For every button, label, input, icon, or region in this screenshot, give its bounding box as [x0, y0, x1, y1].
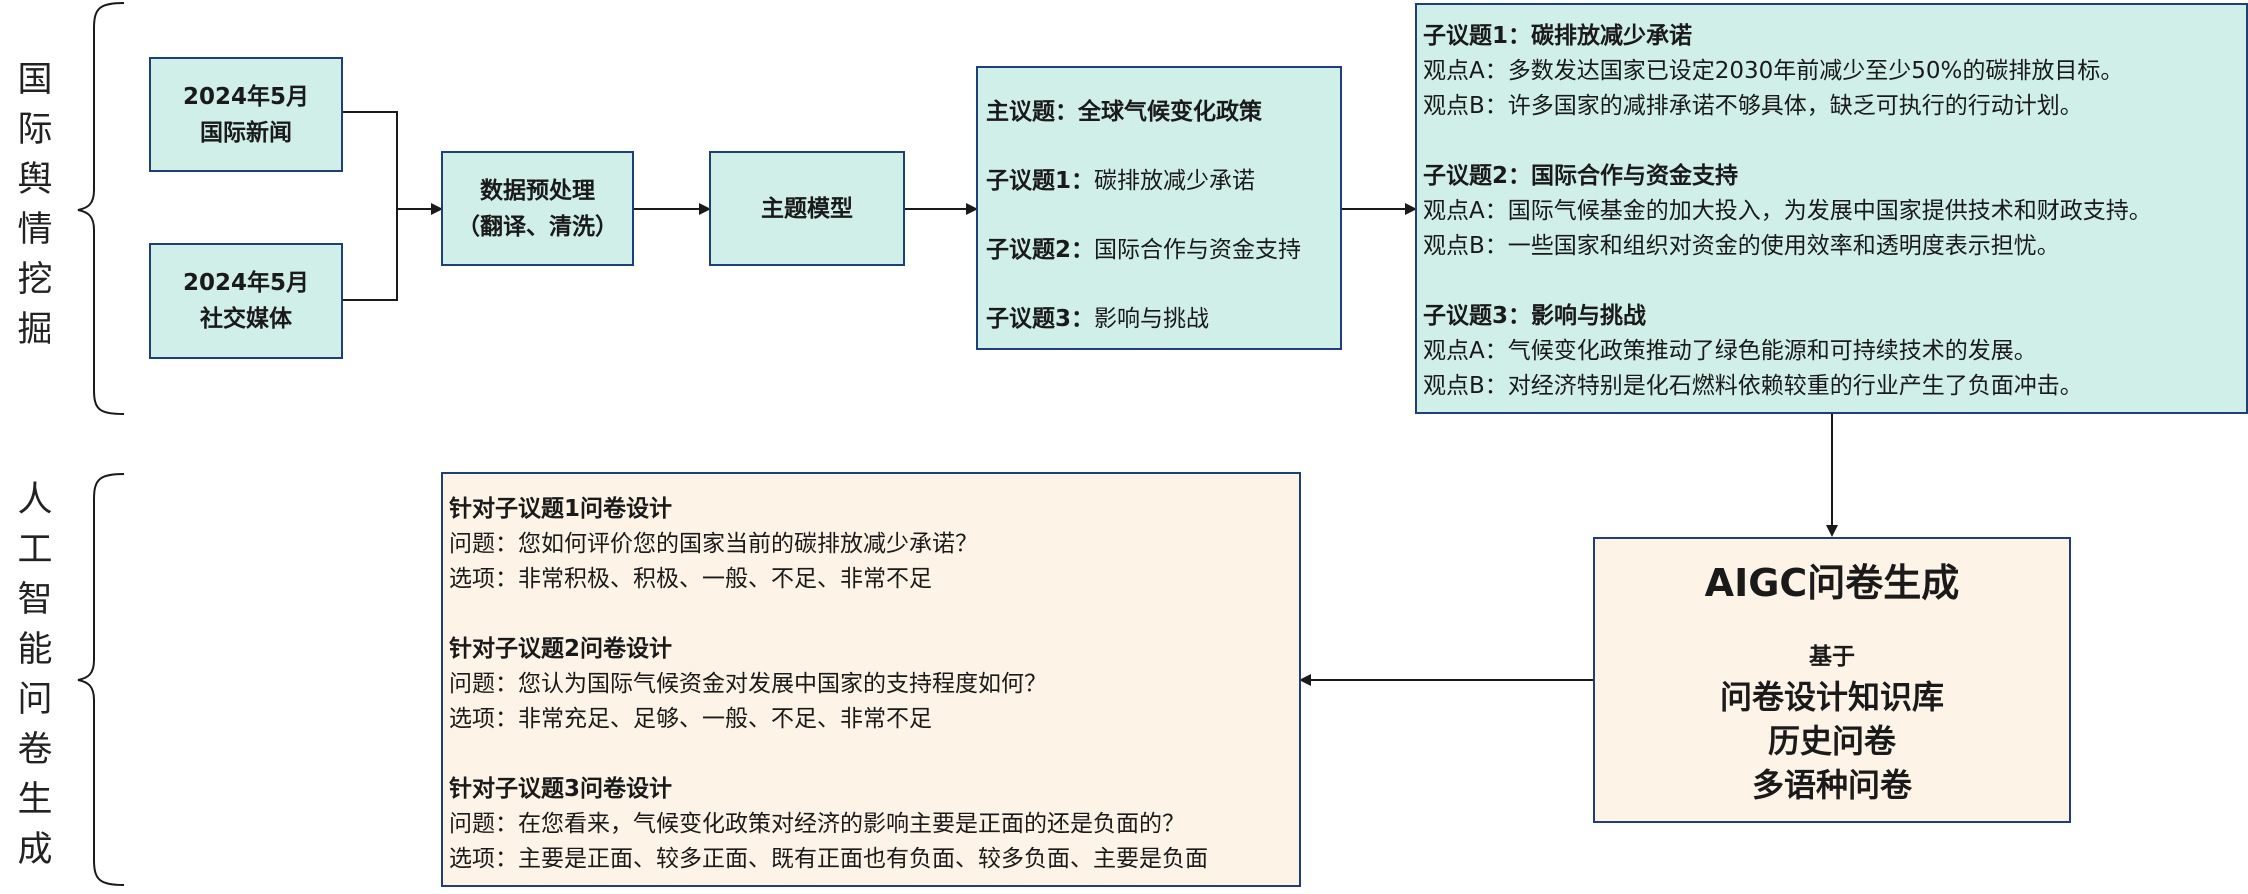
questionnaire-question: 问题：您认为国际气候资金对发展中国家的支持程度如何？ — [449, 671, 1047, 697]
label-char: 挖 — [17, 260, 53, 300]
subtopic-line: 子议题1：碳排放减少承诺 — [986, 147, 1340, 216]
questionnaire-section: 针对子议题3问卷设计 问题：在您看来，气候变化政策对经济的影响主要是正面的还是负… — [449, 772, 1299, 877]
label-char: 能 — [17, 630, 53, 670]
preprocess-subtitle: （翻译、清洗） — [457, 213, 618, 240]
label-char: 国 — [17, 60, 53, 100]
aigc-source: 问卷设计知识库 — [1719, 678, 1944, 716]
source-name: 社交媒体 — [200, 306, 292, 332]
main-topic-label: 主议题： — [986, 99, 1078, 125]
aigc-basis: 基于 — [1809, 644, 1855, 670]
questionnaire-question: 问题：您如何评价您的国家当前的碳排放减少承诺？ — [449, 531, 978, 557]
questionnaire-title: 针对子议题1问卷设计 — [449, 496, 673, 522]
label-char: 智 — [17, 580, 53, 620]
label-char: 生 — [17, 780, 53, 820]
main-topic: 主议题：全球气候变化政策 — [986, 78, 1340, 147]
main-topic-value: 全球气候变化政策 — [1078, 99, 1262, 125]
detail-title: 子议题3：影响与挑战 — [1423, 303, 1647, 329]
detail-point: 观点B：对经济特别是化石燃料依赖较重的行业产生了负面冲击。 — [1423, 373, 2083, 399]
label-char: 卷 — [17, 730, 53, 770]
label-char: 际 — [17, 110, 53, 150]
questionnaire-title: 针对子议题3问卷设计 — [449, 776, 673, 802]
subtopic-label: 子议题1： — [986, 168, 1095, 194]
questionnaire-options: 选项：主要是正面、较多正面、既有正面也有负面、较多负面、主要是负面 — [449, 846, 1208, 872]
aigc-box: AIGC问卷生成 基于 问卷设计知识库 历史问卷 多语种问卷 — [1593, 537, 2071, 823]
detail-title: 子议题1：碳排放减少承诺 — [1423, 23, 1693, 49]
detail-section: 子议题1：碳排放减少承诺 观点A：多数发达国家已设定2030年前减少至少50%的… — [1423, 19, 2246, 124]
subtopic-label: 子议题3： — [986, 306, 1095, 332]
aigc-source: 历史问卷 — [1767, 722, 1896, 760]
detail-point: 观点A：多数发达国家已设定2030年前减少至少50%的碳排放目标。 — [1423, 58, 2124, 84]
preprocess-title: 数据预处理 — [480, 177, 595, 204]
section-label-generation: 人 工 智 能 问 卷 生 成 — [14, 475, 56, 875]
section-label-mining: 国 际 舆 情 挖 掘 — [14, 55, 56, 355]
source-date: 2024年5月 — [182, 83, 310, 110]
source-social-box: 2024年5月 社交媒体 — [149, 243, 343, 359]
topic-model-label: 主题模型 — [761, 195, 853, 222]
subtopic-line: 子议题2：国际合作与资金支持 — [986, 216, 1340, 285]
aigc-source: 多语种问卷 — [1751, 766, 1912, 804]
questionnaire-options: 选项：非常积极、积极、一般、不足、非常不足 — [449, 566, 932, 592]
detail-section: 子议题2：国际合作与资金支持 观点A：国际气候基金的加大投入，为发展中国家提供技… — [1423, 159, 2246, 264]
questionnaire-title: 针对子议题2问卷设计 — [449, 636, 673, 662]
label-char: 人 — [17, 480, 53, 520]
questionnaire-question: 问题：在您看来，气候变化政策对经济的影响主要是正面的还是负面的？ — [449, 811, 1185, 837]
label-char: 舆 — [17, 160, 53, 200]
label-char: 情 — [17, 210, 53, 250]
topics-box: 主议题：全球气候变化政策 子议题1：碳排放减少承诺 子议题2：国际合作与资金支持… — [976, 66, 1342, 350]
questionnaire-section: 针对子议题1问卷设计 问题：您如何评价您的国家当前的碳排放减少承诺？ 选项：非常… — [449, 492, 1299, 597]
detail-point: 观点B：一些国家和组织对资金的使用效率和透明度表示担忧。 — [1423, 233, 2060, 259]
connector-news-merge — [342, 111, 398, 301]
topic-model-box: 主题模型 — [709, 151, 905, 266]
subtopic-line: 子议题3：影响与挑战 — [986, 285, 1340, 354]
brace-mining — [77, 2, 125, 415]
subtopic-value: 国际合作与资金支持 — [1094, 237, 1302, 263]
label-char: 工 — [17, 530, 53, 570]
detail-title: 子议题2：国际合作与资金支持 — [1423, 163, 1739, 189]
source-news-box: 2024年5月 国际新闻 — [149, 57, 343, 172]
subtopic-value: 影响与挑战 — [1094, 306, 1210, 332]
subtopic-value: 碳排放减少承诺 — [1094, 168, 1256, 194]
detail-section: 子议题3：影响与挑战 观点A：气候变化政策推动了绿色能源和可持续技术的发展。 观… — [1423, 299, 2246, 404]
details-box: 子议题1：碳排放减少承诺 观点A：多数发达国家已设定2030年前减少至少50%的… — [1415, 3, 2248, 414]
source-name: 国际新闻 — [200, 119, 292, 146]
brace-generation — [77, 473, 125, 886]
label-char: 成 — [17, 830, 53, 870]
label-char: 掘 — [17, 310, 53, 350]
source-date: 2024年5月 — [182, 270, 310, 296]
detail-point: 观点B：许多国家的减排承诺不够具体，缺乏可执行的行动计划。 — [1423, 93, 2083, 119]
questionnaire-section: 针对子议题2问卷设计 问题：您认为国际气候资金对发展中国家的支持程度如何？ 选项… — [449, 632, 1299, 737]
aigc-title: AIGC问卷生成 — [1704, 561, 1960, 605]
detail-point: 观点A：国际气候基金的加大投入，为发展中国家提供技术和财政支持。 — [1423, 198, 2152, 224]
detail-point: 观点A：气候变化政策推动了绿色能源和可持续技术的发展。 — [1423, 338, 2037, 364]
subtopic-label: 子议题2： — [986, 237, 1095, 263]
questionnaire-options: 选项：非常充足、足够、一般、不足、非常不足 — [449, 706, 932, 732]
questionnaire-box: 针对子议题1问卷设计 问题：您如何评价您的国家当前的碳排放减少承诺？ 选项：非常… — [441, 472, 1301, 887]
preprocess-box: 数据预处理 （翻译、清洗） — [441, 151, 634, 266]
label-char: 问 — [17, 680, 53, 720]
